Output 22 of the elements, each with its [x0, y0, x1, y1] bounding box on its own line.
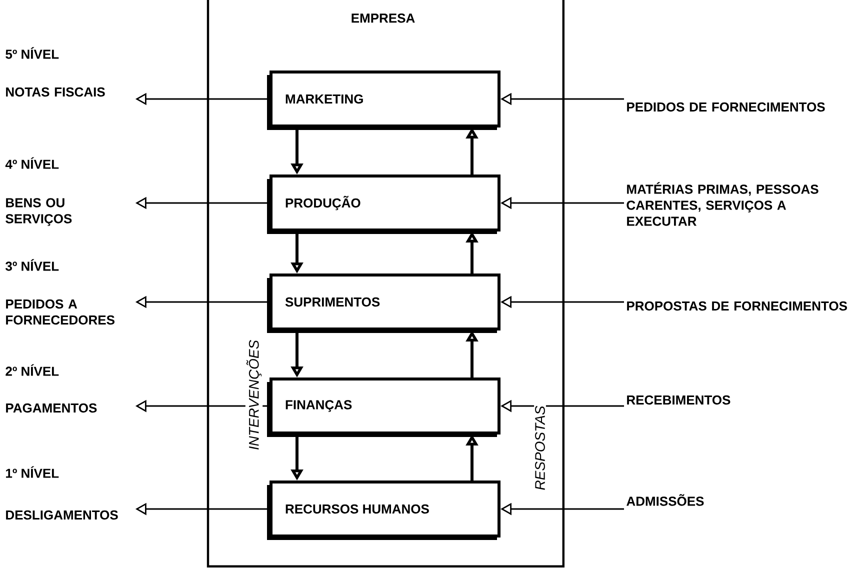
input-label: PROPOSTAS DE FORNECIMENTOS	[627, 301, 847, 311]
level-label: 5º NÍVEL	[6, 47, 59, 59]
vertical-label: RESPOSTAS	[534, 404, 546, 492]
input-label: ADMISSÕES	[626, 494, 704, 506]
department-box: MARKETING	[267, 70, 500, 130]
output-label: DESLIGAMENTOS	[6, 510, 118, 520]
output-label: PAGAMENTOS	[6, 403, 97, 413]
output-label: BENS OU SERVIÇOS	[6, 198, 72, 226]
output-label: NOTAS FISCAIS	[6, 87, 105, 97]
output-label: PEDIDOS A FORNECEDORES	[6, 299, 114, 325]
level-label: 4º NÍVEL	[5, 157, 59, 169]
department-box: SUPRIMENTOS	[267, 274, 500, 333]
level-label: 1º NÍVEL	[6, 466, 59, 478]
input-label: PEDIDOS DE FORNECIMENTOS	[627, 102, 825, 112]
input-label: RECEBIMENTOS	[627, 395, 730, 405]
level-label: 2º NÍVEL	[6, 364, 59, 376]
vertical-label: INTERVENÇÕES	[245, 338, 263, 452]
department-box: RECURSOS HUMANOS	[267, 480, 500, 540]
department-box: FINANÇAS	[267, 378, 500, 437]
input-label: MATÉRIAS PRIMAS, PESSOAS CARENTES, SERVIÇOS A EXECUTAR	[626, 182, 818, 226]
department-box: PRODUÇÃO	[267, 174, 500, 234]
level-label: 3º NÍVEL	[6, 259, 59, 271]
